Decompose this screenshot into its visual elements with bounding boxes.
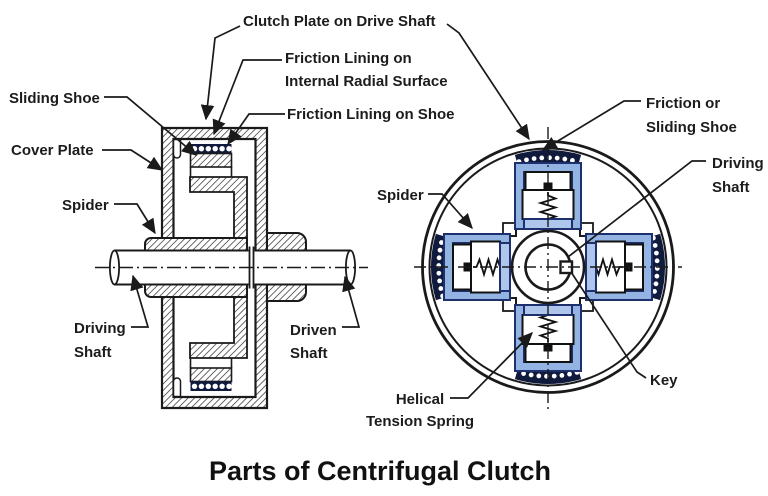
leader-driven-shaft [342, 275, 361, 328]
label-cover-plate: Cover Plate [11, 142, 94, 159]
leader-driving-shaft-right [567, 160, 706, 258]
label-driving-shaft-right-2: Shaft [712, 179, 750, 196]
leader-cover-plate [102, 149, 164, 171]
leader-friction-or-shoe [541, 100, 641, 151]
label-spider-right: Spider [377, 187, 424, 204]
label-spider-left: Spider [62, 197, 109, 214]
leader-friction-shoe [227, 113, 285, 146]
section-view [95, 126, 368, 410]
leader-clutch-plate-left [200, 25, 241, 121]
label-clutch-plate: Clutch Plate on Drive Shaft [243, 13, 436, 30]
label-helical-2: Tension Spring [366, 413, 474, 430]
leader-friction-internal [212, 59, 282, 136]
leader-spider-left [114, 203, 156, 235]
label-driven-shaft-1: Driven [290, 322, 337, 339]
sliding-shoe-section-bottom [189, 367, 233, 383]
pin-slot-bottom [172, 377, 182, 398]
leader-driving-shaft-left [130, 274, 150, 328]
label-driving-shaft-left-2: Shaft [74, 344, 112, 361]
leader-lines [102, 23, 706, 399]
label-helical-1: Helical [396, 391, 444, 408]
labels: Clutch Plate on Drive Shaft Friction Lin… [9, 13, 764, 486]
clutch-plate-drum-bottom [189, 294, 248, 359]
front-view [414, 127, 682, 412]
clutch-plate-drum-top [189, 176, 248, 241]
leader-key [570, 271, 647, 379]
label-friction-internal-1: Friction Lining on [285, 50, 412, 67]
shoe-assembly-left [438, 234, 510, 300]
leader-helical-spring [450, 332, 533, 399]
friction-lining-strip-top [190, 144, 232, 154]
leader-spider-right [428, 193, 473, 230]
label-driving-shaft-right-1: Driving [712, 155, 764, 172]
pin-slot-top [172, 138, 182, 159]
sliding-shoe-section-top [189, 152, 233, 168]
leader-sliding-shoe [104, 96, 198, 156]
diagram-title: Parts of Centrifugal Clutch [209, 456, 551, 486]
label-friction-internal-2: Internal Radial Surface [285, 73, 448, 90]
leader-clutch-plate-right [446, 23, 530, 141]
lining-dots-bottom [191, 383, 232, 389]
label-friction-shoe: Friction Lining on Shoe [287, 106, 454, 123]
friction-lining-strip-bottom [190, 381, 232, 391]
label-key: Key [650, 372, 678, 389]
label-friction-or-2: Sliding Shoe [646, 119, 737, 136]
label-sliding-shoe: Sliding Shoe [9, 90, 100, 107]
label-driving-shaft-left-1: Driving [74, 320, 126, 337]
label-friction-or-1: Friction or [646, 95, 720, 112]
label-driven-shaft-2: Shaft [290, 345, 328, 362]
